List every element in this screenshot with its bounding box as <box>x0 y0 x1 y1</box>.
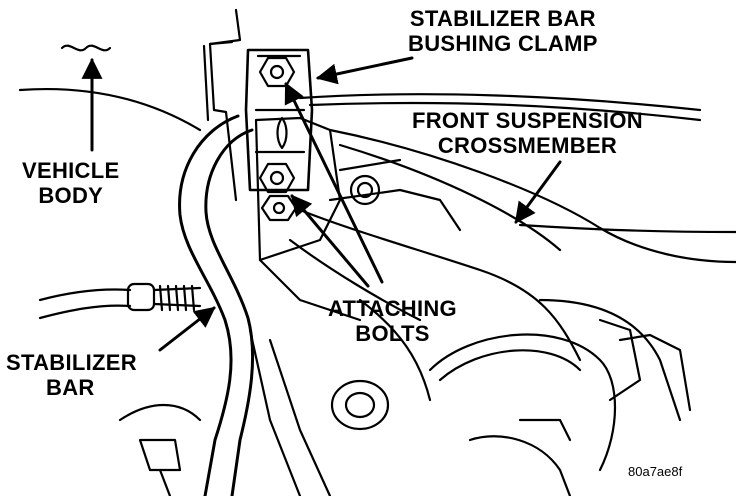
crossmember-curve <box>328 128 736 264</box>
label-line: FRONT SUSPENSION <box>412 108 643 133</box>
label-stabilizer-bar-bushing-clamp: STABILIZER BAR BUSHING CLAMP <box>408 6 598 56</box>
label-attaching-bolts: ATTACHING BOLTS <box>328 296 457 346</box>
label-line: ATTACHING <box>328 296 457 321</box>
label-stabilizer-bar: STABILIZER BAR <box>6 350 137 400</box>
label-line: BAR <box>46 375 95 400</box>
arrow-bushing-clamp <box>315 56 414 85</box>
extra-bolt <box>260 194 298 222</box>
lower-bushing <box>330 379 390 431</box>
figure-code: 80a7ae8f <box>628 464 683 479</box>
label-line: STABILIZER <box>6 350 137 375</box>
stabilizer-bar <box>178 114 240 496</box>
label-front-suspension-crossmember: FRONT SUSPENSION CROSSMEMBER <box>412 108 643 158</box>
label-vehicle-body: VEHICLE BODY <box>22 158 119 208</box>
upper-attaching-bolt <box>258 56 296 88</box>
body-curve-upper <box>18 87 202 132</box>
label-line: BODY <box>38 183 104 208</box>
stabilizer-link <box>38 288 132 302</box>
label-line: CROSSMEMBER <box>437 133 618 158</box>
arrow-attaching-bolt-upper <box>284 82 384 284</box>
label-line: VEHICLE <box>22 158 120 183</box>
label-line: STABILIZER BAR <box>409 6 596 31</box>
label-line: BOLTS <box>355 321 430 346</box>
arrow-crossmember <box>514 160 562 224</box>
arrow-stabilizer-bar <box>158 306 216 352</box>
bushing-clamp <box>244 48 314 192</box>
label-line: BUSHING CLAMP <box>408 31 598 56</box>
arrow-attaching-bolt-lower <box>290 194 370 288</box>
lower-attaching-bolt <box>258 162 296 194</box>
vehicle-body-outline <box>208 8 242 202</box>
